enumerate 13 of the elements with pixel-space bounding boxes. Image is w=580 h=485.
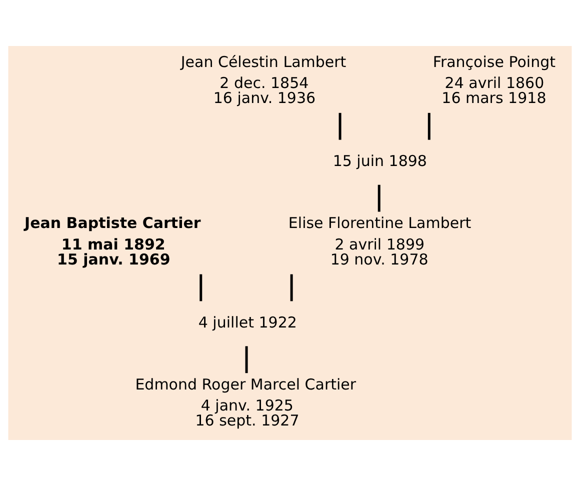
node-text: 4 juillet 1922 <box>198 313 297 332</box>
node-text: Françoise Poingt 24 avril 1860 16 mars 1918 <box>432 52 556 107</box>
connector <box>200 274 202 301</box>
connector <box>290 274 293 301</box>
node-text: Jean Célestin Lambert 2 dec. 1854 16 janv. 1936 <box>180 52 346 107</box>
connector <box>338 112 342 140</box>
node-text: Edmond Roger Marcel Cartier 4 janv. 1925 16 sept. 1927 <box>135 374 356 430</box>
node-text: Elise Florentine Lambert 2 avril 1899 19 nov. 1978 <box>288 214 472 268</box>
connector <box>245 346 248 373</box>
node-text: Jean Baptiste Cartier 11 mai 1892 15 janv. 1969 <box>24 214 201 268</box>
node-text: 15 juin 1898 <box>332 152 427 170</box>
connector <box>428 112 430 140</box>
connector <box>378 184 380 212</box>
